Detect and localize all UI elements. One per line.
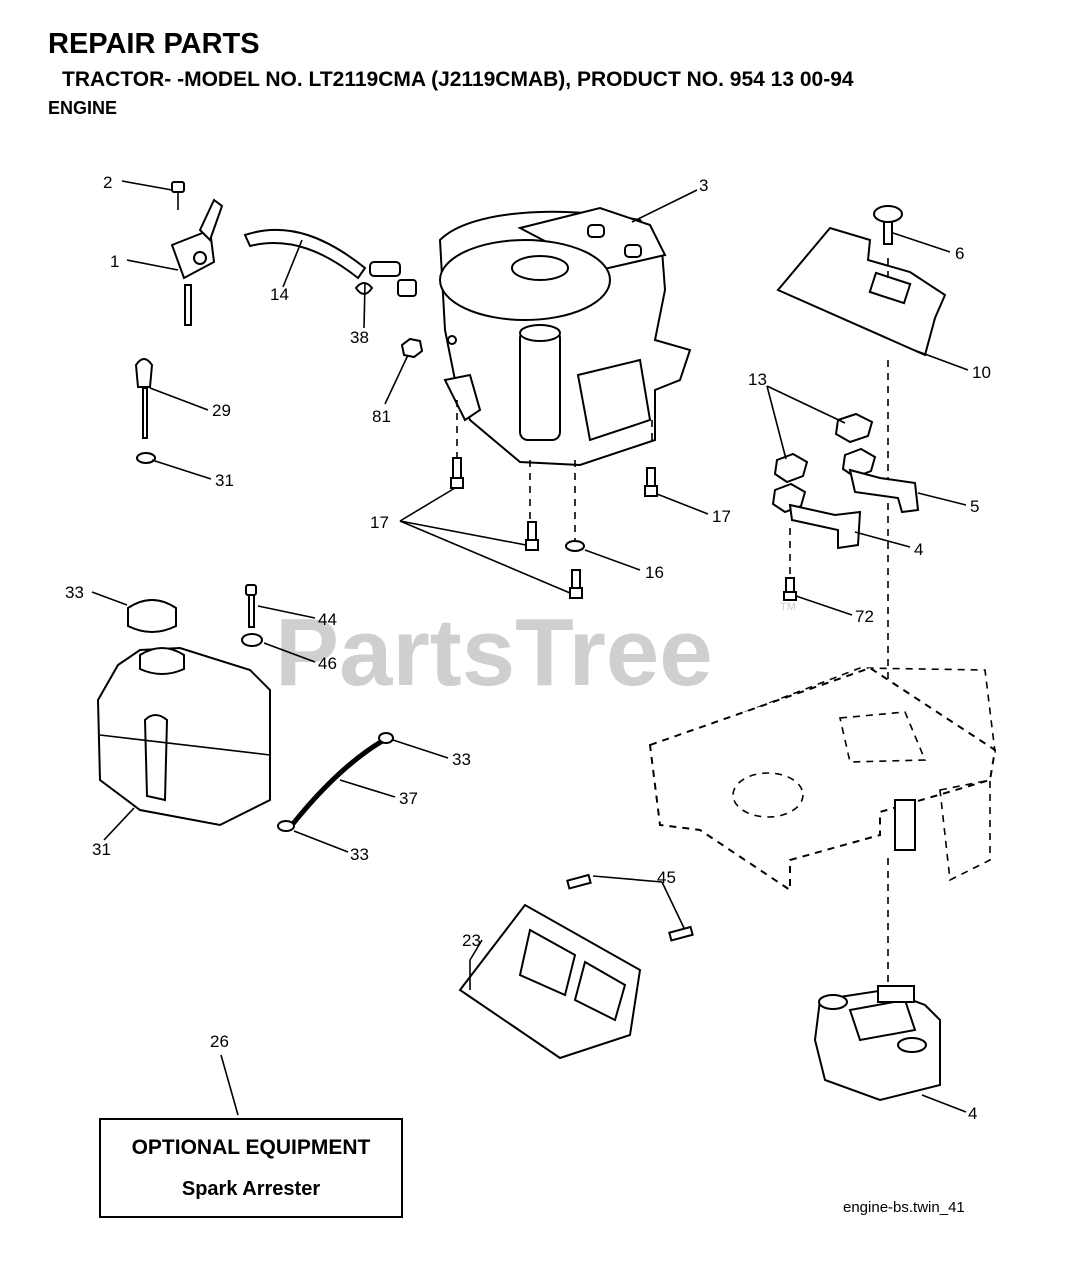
- leader-lines: [91, 180, 969, 1113]
- fuel-line-part: [243, 228, 367, 280]
- callout-33-top: 33: [452, 750, 471, 769]
- section-label: ENGINE: [48, 98, 118, 118]
- file-reference: engine-bs.twin_41: [843, 1199, 965, 1216]
- callout-26: 31: [215, 471, 234, 490]
- frame-part: [648, 666, 997, 892]
- callout-1: 1: [110, 252, 119, 271]
- callout-14: 14: [270, 285, 289, 304]
- callout-4: 4: [968, 1104, 977, 1123]
- optional-equipment-heading: OPTIONAL EQUIPMENT: [131, 1136, 371, 1159]
- callout-2: 2: [103, 173, 112, 192]
- engine-part: [438, 206, 692, 467]
- optional-equipment-box: OPTIONAL EQUIPMENT Spark Arrester: [99, 1118, 403, 1218]
- callout-17-left: 17: [370, 513, 389, 532]
- fuel-hose-part: [290, 737, 386, 827]
- callout-10: 10: [972, 363, 991, 382]
- nut-part: [400, 337, 424, 359]
- shield-part: [776, 205, 947, 357]
- callout-45: 45: [657, 868, 676, 887]
- callout-81: 81: [372, 407, 391, 426]
- callout-5: 4: [914, 540, 923, 559]
- fuel-tank-part: [96, 599, 271, 827]
- callout-3: 3: [699, 176, 708, 195]
- page-title: REPAIR PARTS: [48, 28, 260, 60]
- callout-23: 23: [462, 931, 481, 950]
- spark-arrester-label: Spark Arrester: [181, 1178, 321, 1200]
- callout-8: 6: [955, 244, 964, 263]
- callout-17-right: 17: [712, 507, 731, 526]
- watermark-text: PartsTree: [275, 599, 713, 706]
- callout-16: 16: [645, 563, 664, 582]
- callout-labels: 2 1 3 6 10 13 14 38 81 29 31 17 17 16 5 …: [65, 173, 991, 1123]
- callout-44: 44: [318, 610, 337, 629]
- callout-32: 33: [65, 583, 84, 602]
- watermark-tm: TM: [780, 601, 796, 613]
- exhaust-pipe-parts: [771, 412, 920, 550]
- callout-13: 13: [748, 370, 767, 389]
- callout-46: 46: [318, 654, 337, 673]
- callout-33-bottom: 33: [350, 845, 369, 864]
- bolt-parts: [450, 457, 658, 599]
- callout-31: 31: [92, 840, 111, 859]
- callout-6: 5: [970, 497, 979, 516]
- callout-72: 72: [855, 607, 874, 626]
- callout-29: 26: [210, 1032, 229, 1051]
- muffler-part: [813, 985, 941, 1102]
- heat-shield-part: [458, 873, 694, 1060]
- dipstick-part: [134, 358, 156, 464]
- callout-25: 29: [212, 401, 231, 420]
- model-subtitle: TRACTOR- -MODEL NO. LT2119CMA (J2119CMAB…: [62, 68, 854, 91]
- callout-38: 38: [350, 328, 369, 347]
- callout-37: 37: [399, 789, 418, 808]
- clamp-part: [354, 261, 417, 297]
- throttle-control-part: [170, 181, 224, 326]
